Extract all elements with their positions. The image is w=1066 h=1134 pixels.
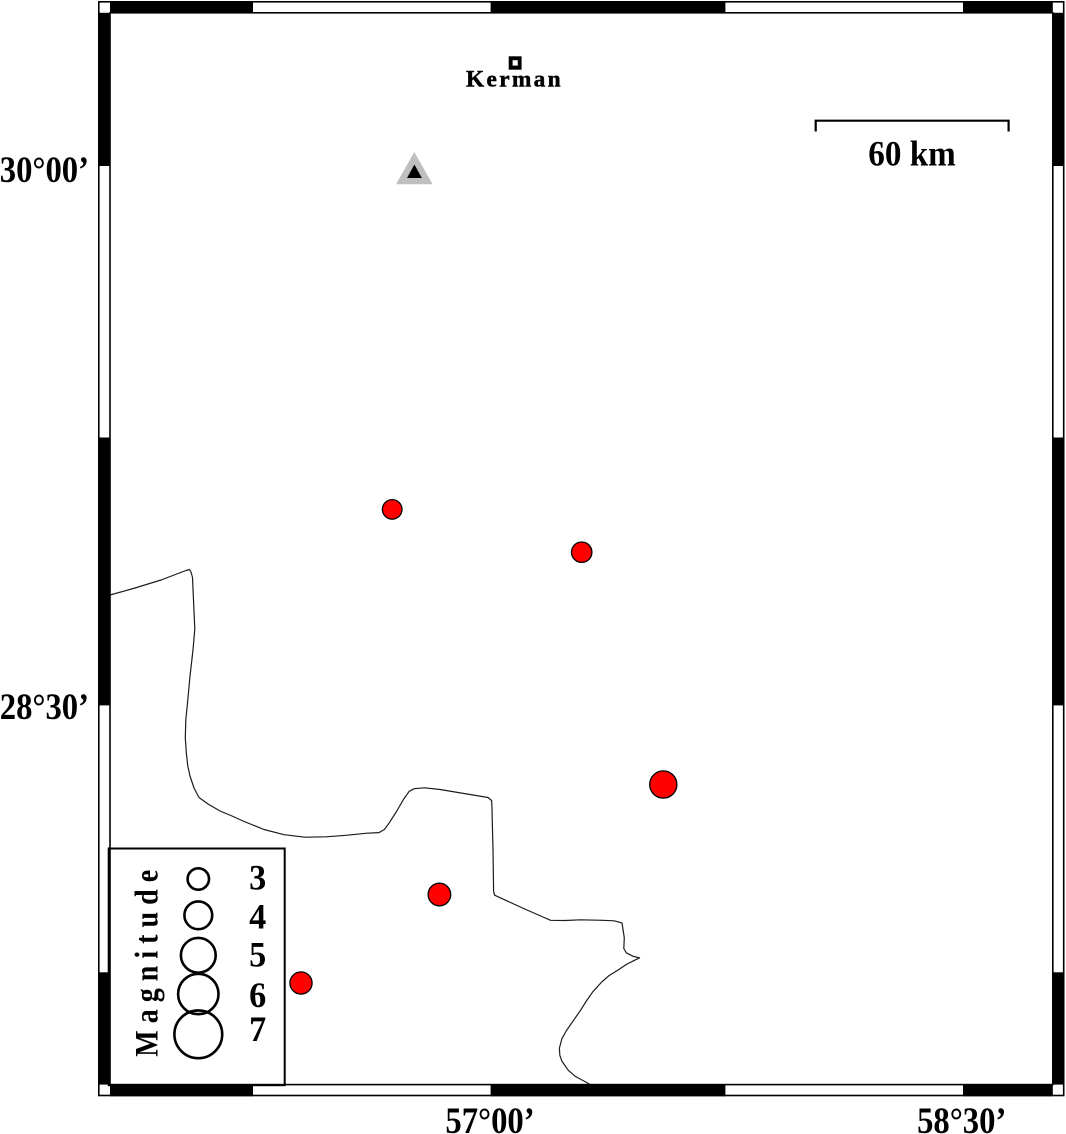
svg-text:Kerman: Kerman — [466, 67, 563, 93]
svg-text:28°30’: 28°30’ — [0, 686, 89, 727]
svg-text:M a g n i t u d e: M a g n i t u d e — [128, 870, 165, 1057]
svg-text:5: 5 — [249, 935, 266, 975]
svg-text:7: 7 — [249, 1009, 266, 1049]
svg-text:6: 6 — [249, 975, 266, 1015]
svg-text:58°30’: 58°30’ — [917, 1100, 1006, 1134]
svg-text:60 km: 60 km — [868, 134, 956, 174]
svg-text:3: 3 — [249, 858, 266, 898]
svg-text:4: 4 — [249, 897, 266, 937]
svg-text:30°00’: 30°00’ — [0, 149, 89, 190]
svg-text:57°00’: 57°00’ — [445, 1100, 534, 1134]
